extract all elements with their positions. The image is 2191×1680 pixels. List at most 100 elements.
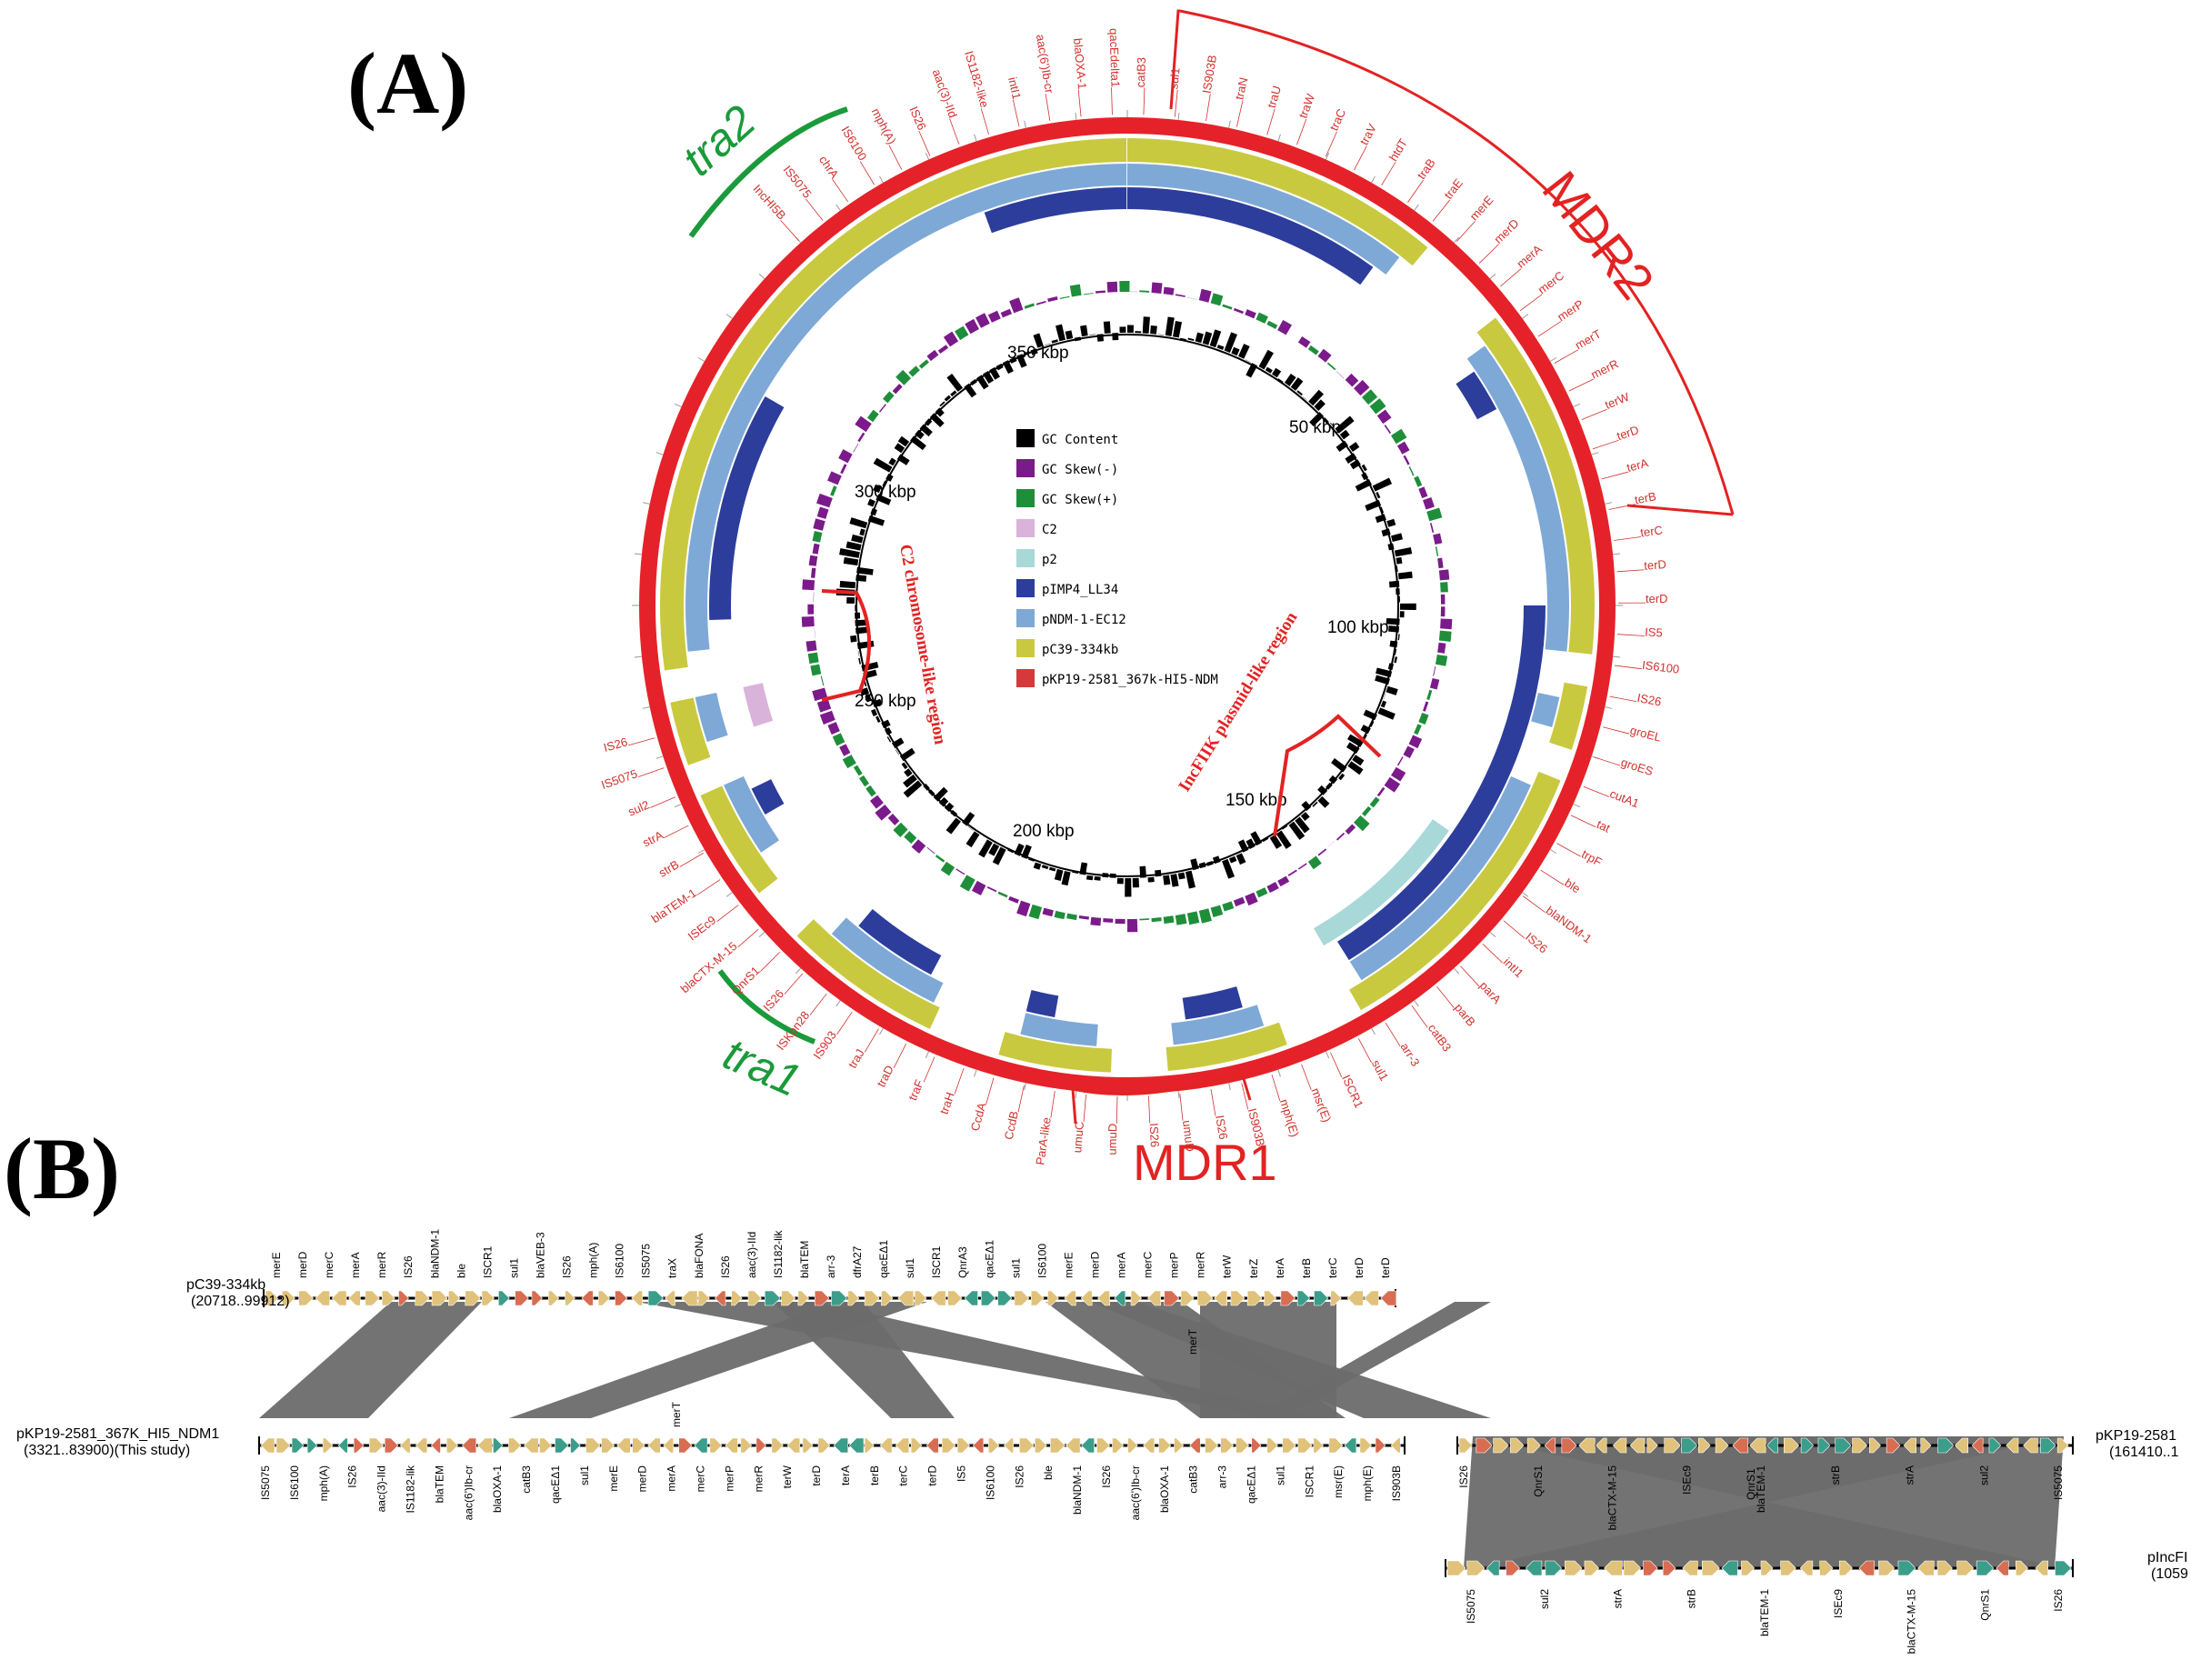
blast-ring-segment-2 xyxy=(1025,990,1059,1018)
gene-arrow xyxy=(956,1437,971,1454)
gene-arrow xyxy=(1380,1290,1396,1306)
gc-skew-bar xyxy=(1361,805,1372,816)
gene-label-leader xyxy=(923,1056,935,1083)
gene-label-leader xyxy=(1456,221,1476,242)
gene-arrow xyxy=(547,1290,560,1306)
gene-arrow xyxy=(476,1437,493,1454)
linear-gene-label: IS26 xyxy=(2052,1589,2065,1612)
kbp-label-350: 350 kbp xyxy=(1007,344,1069,363)
gene-label-leader xyxy=(1111,87,1113,115)
gc-content-bar xyxy=(1147,876,1155,883)
gc-skew-bar xyxy=(1433,666,1436,676)
gc-content-bar xyxy=(1360,725,1371,735)
gene-arrow xyxy=(1081,1437,1095,1454)
gc-skew-bar xyxy=(878,404,886,413)
gc-content-bar xyxy=(858,657,861,665)
gc-content-bar xyxy=(1276,830,1292,849)
gc-skew-bar xyxy=(1083,293,1094,295)
gene-arrow xyxy=(282,1290,295,1306)
gene-arrow xyxy=(1143,1437,1156,1454)
gc-skew-bar xyxy=(965,318,979,335)
legend-swatch xyxy=(1016,579,1035,597)
gc-skew-bar xyxy=(855,415,872,433)
gc-content-bar xyxy=(988,843,1000,856)
gc-skew-bar xyxy=(1256,312,1268,324)
linear-gene-label: ISCR1 xyxy=(930,1245,943,1278)
gc-content-bar xyxy=(1165,316,1175,336)
gc-skew-bar xyxy=(866,409,879,423)
gene-arrow xyxy=(1988,1437,2002,1454)
gc-skew-bar xyxy=(853,443,859,453)
legend-label: pC39-334kb xyxy=(1042,643,1118,657)
blast-ring-segment-0 xyxy=(670,697,711,765)
gc-skew-bar xyxy=(820,675,825,686)
gc-content-bar xyxy=(1288,821,1306,840)
gene-label-leader xyxy=(1581,408,1607,420)
gene-label-leader xyxy=(696,879,721,895)
gc-skew-bar xyxy=(1186,297,1197,300)
gc-skew-bar xyxy=(1440,618,1453,630)
gene-arrow xyxy=(1236,1437,1250,1454)
gc-content-bar xyxy=(888,457,896,466)
gc-content-bar xyxy=(1245,359,1251,363)
gene-arrow xyxy=(524,1437,539,1454)
gc-content-bar xyxy=(1265,366,1273,374)
gene-arrow xyxy=(972,1437,985,1454)
gc-skew-bar xyxy=(1426,507,1443,522)
gc-content-bar xyxy=(1314,399,1326,412)
circular-plasmid-map xyxy=(632,110,1623,1101)
legend-label: pNDM-1-EC12 xyxy=(1042,613,1126,627)
gc-content-bar xyxy=(1339,429,1350,440)
gc-content-bar xyxy=(1094,875,1101,881)
gc-content-bar xyxy=(1132,877,1139,888)
gc-skew-bar xyxy=(1297,335,1311,348)
linear-gene-label: IS5075 xyxy=(2052,1465,2065,1500)
gene-label: mph(E) xyxy=(1277,1097,1302,1138)
linear-gene-label: merE xyxy=(270,1252,283,1278)
gene-arrow xyxy=(1643,1560,1658,1576)
gene-arrow xyxy=(2035,1560,2048,1576)
gene-arrow xyxy=(539,1437,553,1454)
ring-tick xyxy=(1522,892,1529,897)
blast-ring-segment-0 xyxy=(1476,317,1595,655)
gc-content-bar xyxy=(939,401,945,407)
gc-skew-bar xyxy=(959,875,975,892)
gene-arrow xyxy=(365,1290,380,1306)
gc-skew-bar xyxy=(1277,875,1290,887)
gene-label: blaOXA-1 xyxy=(1071,37,1089,90)
linear-gene-label: traX xyxy=(666,1258,679,1278)
gc-content-bar xyxy=(1116,877,1124,885)
gc-content-bar xyxy=(895,749,899,755)
gene-arrow xyxy=(348,1290,361,1306)
gene-arrow xyxy=(697,1290,710,1306)
gc-content-bar xyxy=(1301,801,1312,812)
linear-gene-label: IS26 xyxy=(1457,1465,1470,1488)
gene-label-leader xyxy=(949,118,960,145)
gene-label-leader xyxy=(1519,294,1543,312)
ring-tick xyxy=(1414,1000,1419,1007)
gc-content-bar xyxy=(935,407,945,417)
gene-arrow xyxy=(1996,1560,2009,1576)
gene-label-leader xyxy=(1432,199,1451,222)
gc-skew-bar xyxy=(1390,428,1407,445)
gc-skew-bar xyxy=(1198,288,1212,303)
gene-arrow xyxy=(515,1290,529,1306)
gene-arrow xyxy=(678,1437,693,1454)
gc-skew-bar xyxy=(1233,896,1246,907)
gc-skew-bar xyxy=(937,345,949,355)
gene-label: traW xyxy=(1296,91,1318,120)
linear-gene-label: merR xyxy=(1195,1251,1207,1278)
gene-arrow xyxy=(1019,1437,1035,1454)
gc-content-bar xyxy=(1335,415,1355,434)
gc-skew-bar xyxy=(1418,712,1429,725)
gene-label: traV xyxy=(1357,121,1379,146)
gc-skew-bar xyxy=(1066,913,1077,921)
gc-content-bar xyxy=(1399,603,1416,610)
gc-content-bar xyxy=(915,429,925,440)
gc-content-bar xyxy=(1349,459,1361,470)
gene-label-leader xyxy=(1206,94,1211,122)
ring-tick xyxy=(1177,112,1180,120)
gene-arrow xyxy=(1784,1437,1800,1454)
gene-label-leader xyxy=(1241,1083,1249,1110)
gene-arrow xyxy=(709,1437,723,1454)
